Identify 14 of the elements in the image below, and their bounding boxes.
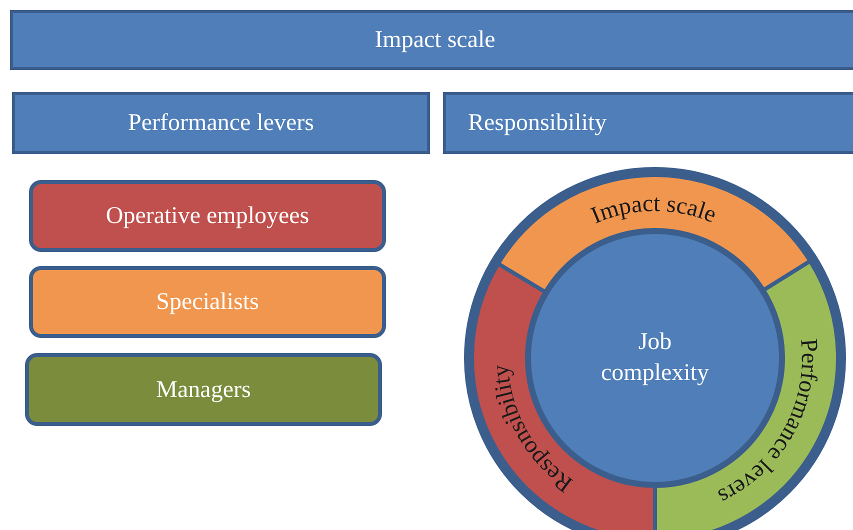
label-box bbox=[12, 92, 430, 154]
box-label: Responsibility bbox=[468, 109, 607, 138]
label-box bbox=[10, 10, 853, 70]
segment-label: Impact scale bbox=[587, 190, 720, 230]
box-label: Impact scale bbox=[374, 26, 496, 55]
circle-label: Job complexity bbox=[600, 328, 710, 388]
box-label: Performance levers bbox=[128, 109, 314, 138]
label-box bbox=[25, 353, 382, 426]
box-label: Specialists bbox=[156, 288, 259, 317]
label-box bbox=[443, 92, 853, 154]
box-label: Managers bbox=[156, 376, 251, 404]
box-label: Operative employees bbox=[106, 202, 310, 231]
label-box bbox=[29, 266, 386, 338]
label-box bbox=[29, 180, 386, 252]
